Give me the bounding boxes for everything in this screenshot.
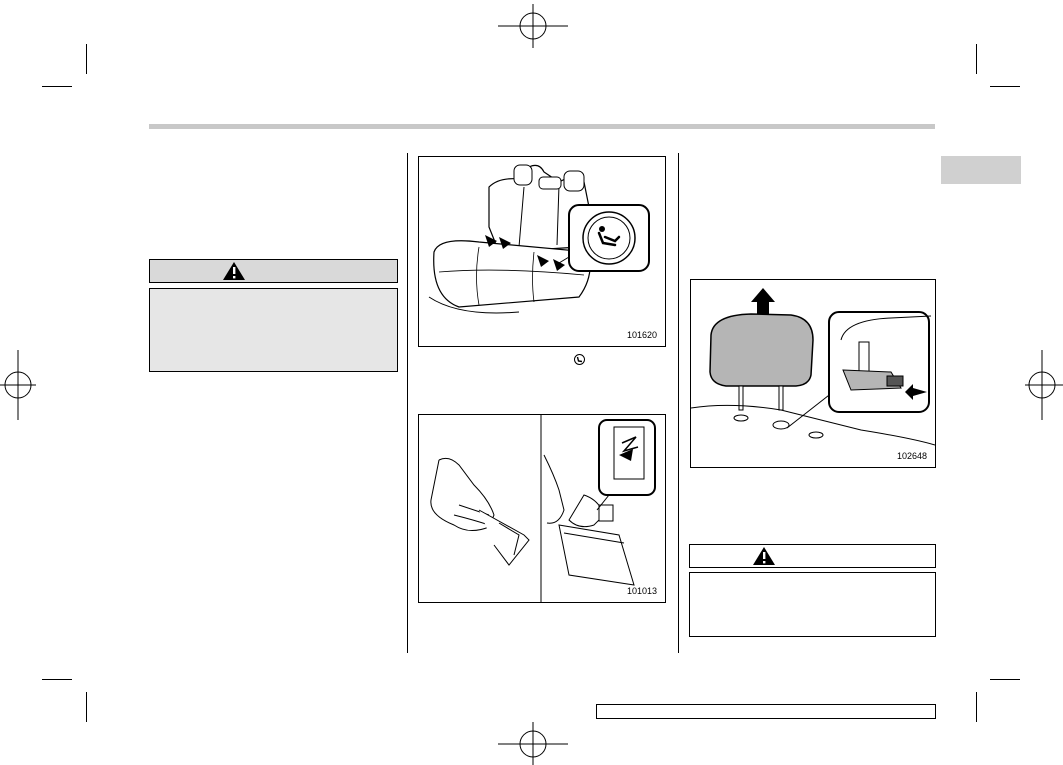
- rear-seat-illustration: [428, 164, 650, 314]
- crop-mark: [990, 679, 1020, 680]
- column-divider: [678, 153, 679, 653]
- section-tab: [941, 156, 1021, 184]
- figure-rear-seat-anchors: 101620: [418, 156, 666, 347]
- child-seat-anchor-icon: [574, 354, 585, 365]
- figure-head-restraint: 102648: [690, 279, 936, 468]
- warning-header: [149, 259, 398, 283]
- figure-seat-cushion-flap: 101013: [418, 414, 666, 603]
- column-divider: [407, 153, 408, 653]
- crop-mark: [86, 692, 87, 722]
- warning-triangle-icon: [752, 547, 775, 565]
- registration-mark-bottom: [498, 722, 568, 765]
- crop-mark: [990, 86, 1020, 87]
- crop-mark: [976, 44, 977, 74]
- warning-header: [689, 544, 936, 568]
- crop-mark: [976, 692, 977, 722]
- warning-triangle-icon: [222, 262, 245, 280]
- warning-body: [149, 288, 398, 372]
- figure-code: 101620: [626, 330, 657, 340]
- registration-mark-left: [0, 350, 36, 420]
- head-restraint-illustration: [691, 288, 935, 446]
- figure-code: 102648: [896, 451, 927, 461]
- footer-page-box: [596, 704, 936, 719]
- child-seat-anchor-icon: [597, 226, 621, 247]
- crop-mark: [42, 679, 72, 680]
- crop-mark: [42, 86, 72, 87]
- figure-code: 101013: [626, 586, 657, 596]
- header-bar: [149, 124, 935, 129]
- warning-body: [689, 572, 936, 637]
- registration-mark-top: [498, 4, 568, 48]
- registration-mark-right: [1025, 350, 1063, 420]
- seat-cushion-illustration: [430, 415, 656, 602]
- crop-mark: [86, 44, 87, 74]
